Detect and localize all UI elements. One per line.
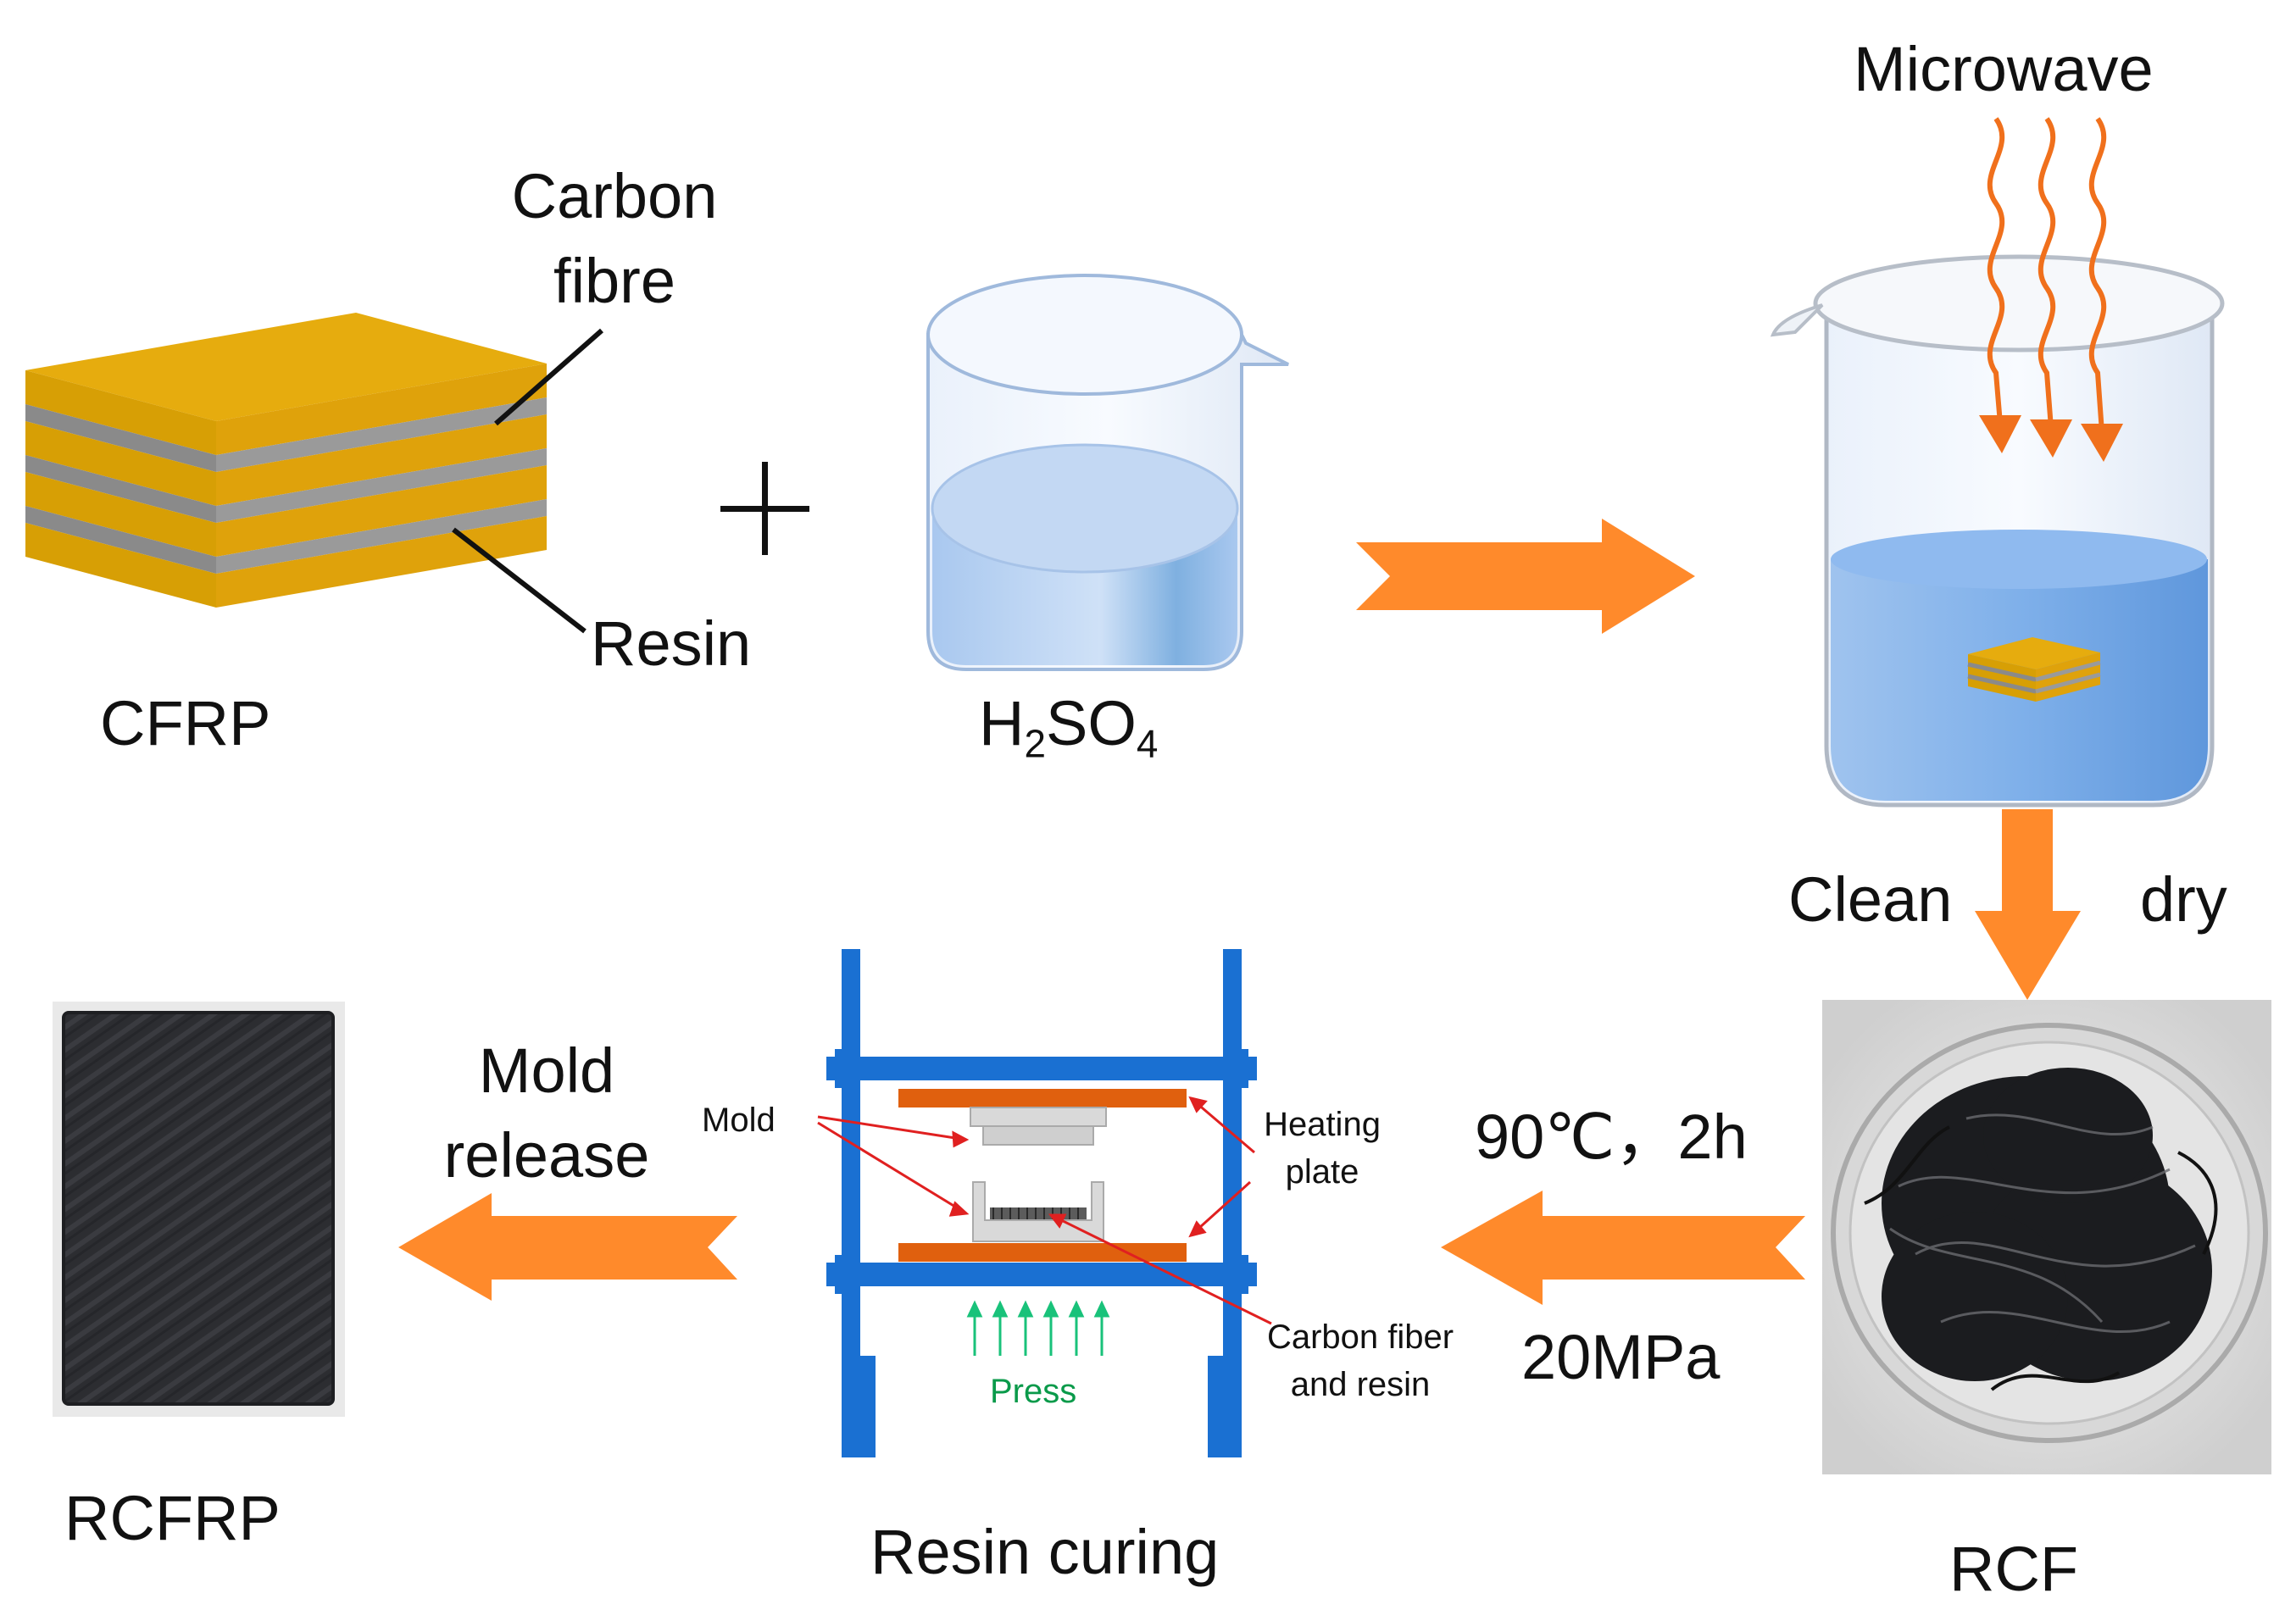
h2so4-so: SO bbox=[1045, 688, 1137, 758]
microwave-waves-icon bbox=[1987, 117, 2107, 433]
heating-line1: Heating bbox=[1264, 1106, 1381, 1143]
carbon-fibre-label: Carbon fibre bbox=[475, 165, 754, 313]
carbon-resin-line2: and resin bbox=[1290, 1366, 1431, 1403]
rcfrp-plate-photo bbox=[53, 1002, 345, 1417]
resin-label: Resin bbox=[591, 608, 752, 679]
press-label: Press bbox=[990, 1373, 1077, 1410]
clean-label: Clean bbox=[1788, 864, 1953, 935]
rcf-dish-photo bbox=[1822, 1000, 2271, 1474]
mold-release-line1: Mold bbox=[478, 1035, 615, 1106]
down-arrow-icon bbox=[1975, 809, 2081, 1000]
carbon-fibre-line2: fibre bbox=[553, 246, 675, 316]
condition-pressure-label: 20MPa bbox=[1521, 1322, 1721, 1392]
mold-label: Mold bbox=[702, 1102, 776, 1139]
h2so4-sub4: 4 bbox=[1136, 721, 1159, 766]
carbon-fibre-line1: Carbon bbox=[511, 161, 718, 231]
dry-label: dry bbox=[2140, 864, 2227, 935]
carbon-fiber-resin-label: Carbon fiber and resin bbox=[1233, 1320, 1487, 1402]
rcfrp-label: RCFRP bbox=[64, 1483, 281, 1553]
microwave-beaker-icon bbox=[1770, 254, 2225, 808]
h2so4-label: H2SO4 bbox=[979, 692, 1158, 763]
condition-temp-label: 90℃，2h bbox=[1475, 1102, 1748, 1172]
h2so4-sub2: 2 bbox=[1024, 721, 1046, 766]
rcf-label: RCF bbox=[1949, 1534, 2079, 1604]
process-arrow-icon bbox=[398, 1193, 737, 1301]
h2so4-h: H bbox=[979, 688, 1025, 758]
hot-press-icon bbox=[817, 949, 1272, 1457]
mold-release-label: Mold release bbox=[407, 1040, 687, 1187]
plus-icon bbox=[720, 462, 809, 555]
process-arrow-icon bbox=[1441, 1191, 1805, 1305]
process-arrow-icon bbox=[1356, 519, 1695, 634]
microwave-label: Microwave bbox=[1854, 34, 2154, 104]
mold-release-line2: release bbox=[443, 1120, 650, 1191]
resin-curing-label: Resin curing bbox=[870, 1517, 1220, 1587]
cfrp-label: CFRP bbox=[100, 688, 271, 758]
microwave-arrowheads-icon bbox=[1979, 415, 2123, 462]
heating-plate-label: Heating plate bbox=[1237, 1107, 1407, 1189]
beaker-h2so4-icon bbox=[926, 274, 1289, 671]
carbon-resin-line1: Carbon fiber bbox=[1266, 1318, 1454, 1356]
heating-line2: plate bbox=[1285, 1153, 1359, 1191]
cfrp-laminate-icon bbox=[25, 313, 603, 634]
